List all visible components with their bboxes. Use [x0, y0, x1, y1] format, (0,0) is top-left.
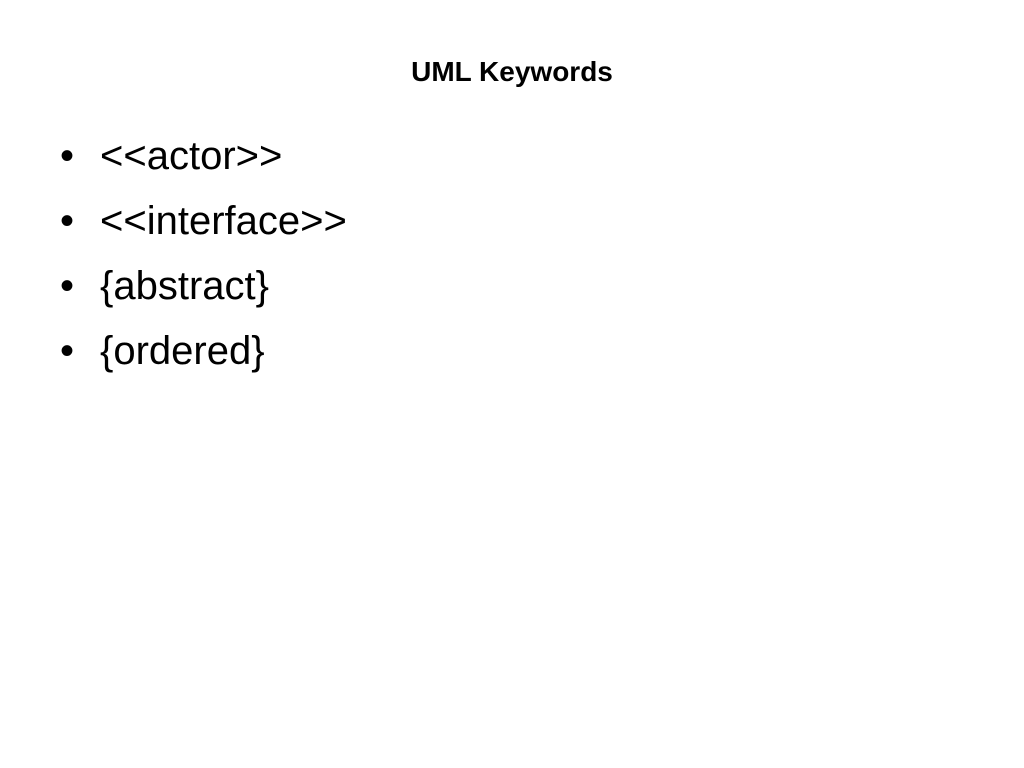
- bullet-icon: •: [60, 199, 75, 243]
- list-item-text: <<actor>>: [100, 134, 283, 178]
- bullet-icon: •: [60, 134, 75, 178]
- slide-title: UML Keywords: [411, 56, 613, 87]
- bullet-icon: •: [60, 264, 75, 308]
- list-item-text: {abstract}: [100, 264, 270, 308]
- list-item-text: <<interface>>: [100, 199, 347, 243]
- bullet-icon: •: [60, 329, 75, 373]
- list-item-text: {ordered}: [100, 329, 265, 373]
